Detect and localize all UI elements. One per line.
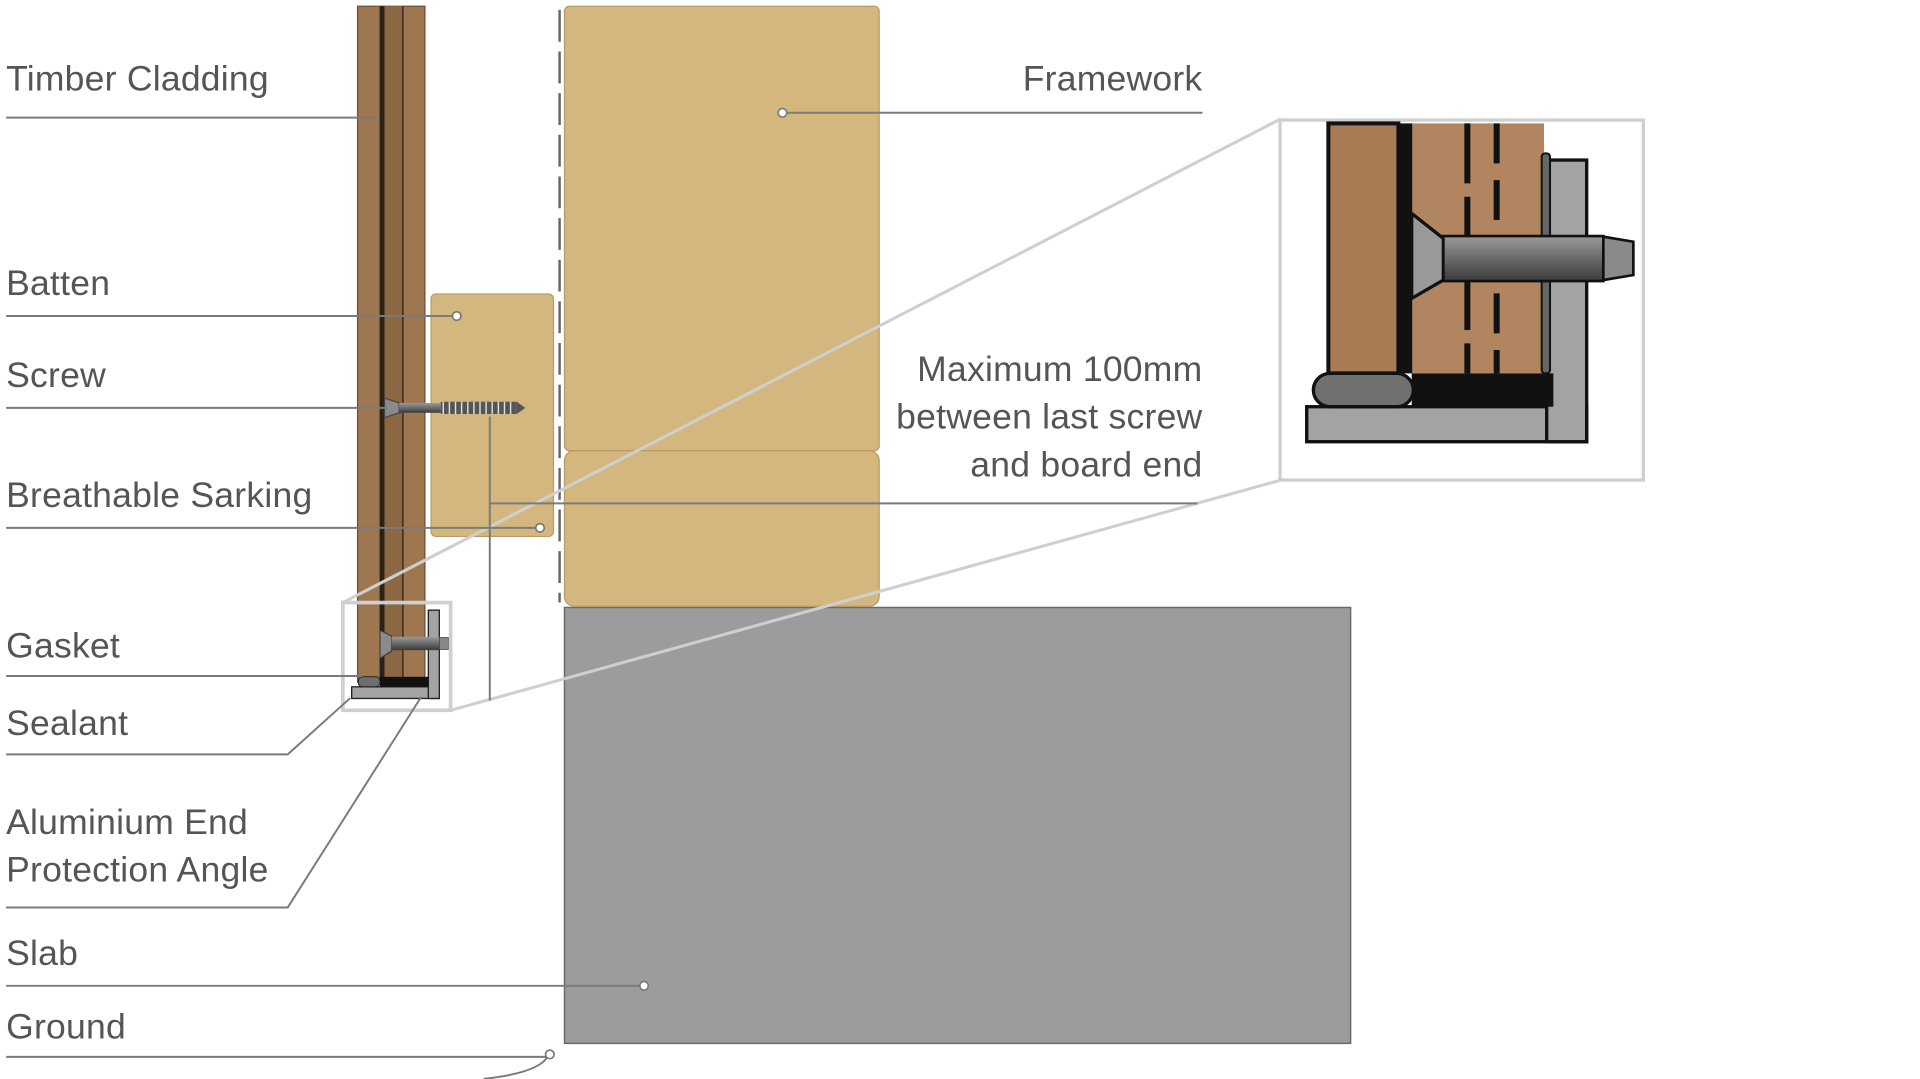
- label-breathable-sarking: Breathable Sarking: [6, 475, 312, 515]
- label-framework: Framework: [1023, 59, 1203, 99]
- detail-highlight-box: [341, 600, 453, 713]
- base-detail: [350, 609, 449, 700]
- label-gasket: Gasket: [6, 626, 120, 666]
- label-sealant: Sealant: [6, 703, 128, 743]
- framework-lower: [563, 450, 880, 607]
- framework-upper: [563, 5, 880, 452]
- label-ground: Ground: [6, 1006, 126, 1046]
- batten: [430, 293, 555, 538]
- label-aluminium-angle-line1: Aluminium End: [6, 802, 248, 842]
- timber-cladding: [356, 5, 426, 683]
- label-aluminium-angle-line2: Protection Angle: [6, 850, 268, 890]
- label-timber-cladding: Timber Cladding: [6, 59, 269, 99]
- label-note-line3: and board end: [970, 444, 1202, 484]
- callout-detail: [1278, 118, 1646, 482]
- label-screw: Screw: [6, 355, 106, 395]
- slab: [563, 606, 1352, 1045]
- label-batten: Batten: [6, 263, 110, 303]
- label-note-line2: between last screw: [896, 397, 1202, 437]
- callout-projection-bottom: [450, 478, 1282, 712]
- leader-ground: [6, 1055, 549, 1079]
- leader-sealant: [6, 697, 351, 756]
- screw: [383, 397, 526, 419]
- label-slab: Slab: [6, 933, 78, 973]
- leader-aluminium-angle: [6, 696, 423, 909]
- label-note-line1: Maximum 100mm: [917, 349, 1202, 389]
- callout-projection-top: [342, 117, 1282, 604]
